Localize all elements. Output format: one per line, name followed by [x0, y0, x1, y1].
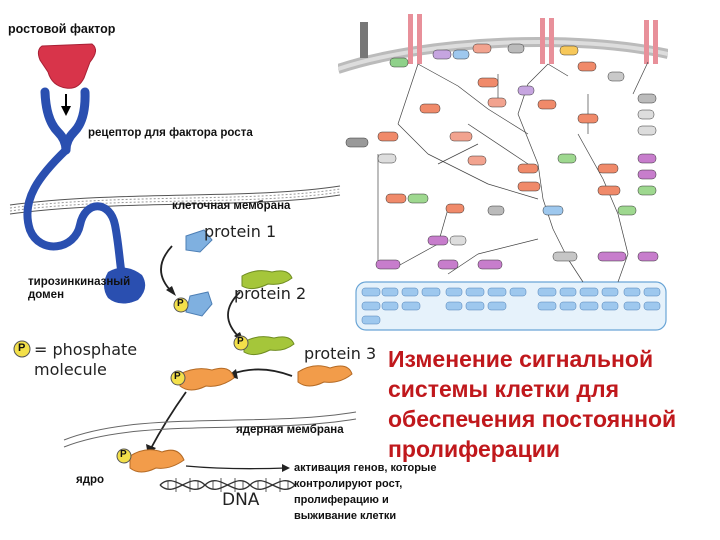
dna-helix — [159, 478, 296, 492]
growth-factor-label: ростовой фактор — [8, 22, 116, 36]
protein3-phosphorylated — [179, 367, 235, 391]
gene-activation-line3: пролиферацию и — [294, 494, 389, 506]
p-marker-3: P — [174, 371, 181, 382]
arrow-gene-activation — [185, 465, 287, 470]
phosphate-p3 — [170, 370, 186, 386]
caption-line1: Изменение сигнальной — [388, 346, 654, 372]
legend-molecule-text: molecule — [34, 360, 107, 379]
protein3-label: protein 3 — [304, 344, 377, 363]
arrow-p2 — [227, 291, 241, 339]
protein2-label: protein 2 — [234, 284, 307, 303]
phosphate-p1 — [173, 297, 189, 313]
protein2-shape — [241, 270, 293, 290]
protein3-shape — [297, 365, 353, 387]
protein1-shape — [185, 229, 213, 253]
signaling-pathway-network — [338, 14, 668, 331]
nucleus-label: ядро — [76, 474, 105, 486]
caption-line4: пролиферации — [388, 436, 561, 462]
p-marker-1: P — [177, 298, 184, 309]
protein1-phosphorylated — [185, 291, 213, 317]
caption-line3: обеспечения постоянной — [388, 406, 677, 432]
gene-activation-line1: активация генов, которые — [294, 462, 437, 474]
cell-membrane-label: клеточная мембрана — [172, 200, 291, 212]
arrow-to-nucleus — [149, 391, 187, 451]
dna-label: DNA — [222, 490, 260, 510]
protein3-nuclear — [129, 449, 185, 473]
p-marker-4: P — [120, 449, 127, 460]
pathway-arrows — [377, 61, 649, 283]
arrow-p3 — [231, 368, 293, 377]
pathway-transcription-factors — [361, 287, 661, 325]
arrow-p1 — [160, 245, 173, 293]
pathway-receptors — [360, 14, 658, 64]
tyrosine-kinase-label: тирозинкиназный домен — [28, 276, 130, 302]
binding-arrowhead — [61, 106, 71, 116]
tyrosine-kinase-label-line1: тирозинкиназный — [28, 276, 131, 288]
legend-p-letter: P — [18, 342, 26, 354]
pathway-nodes — [345, 43, 659, 270]
receptor-shape — [23, 87, 146, 304]
arrow-p1-head — [166, 286, 176, 296]
legend-phosphate-circle — [13, 340, 31, 358]
receptor-label: рецептор для фактора роста — [88, 127, 253, 139]
phosphate-p2 — [233, 335, 249, 351]
legend-phosphate-text: = phosphate — [34, 340, 138, 359]
phosphate-nuclear — [116, 448, 132, 464]
arrow-gene-activation-head — [282, 464, 290, 472]
gene-activation-label: активация генов, которые контролируют ро… — [294, 460, 436, 524]
growth-factor-shape — [37, 43, 96, 89]
gene-activation-line2: контролируют рост, — [294, 478, 403, 490]
caption-line2: системы клетки для — [388, 376, 620, 402]
p-marker-2: P — [237, 336, 244, 347]
nuclear-membrane-label: ядерная мембрана — [236, 424, 344, 436]
protein1-label: protein 1 — [204, 222, 277, 241]
gene-activation-line4: выживание клетки — [294, 510, 397, 522]
protein2-phosphorylated — [243, 336, 295, 356]
slide-caption: Изменение сигнальной системы клетки для … — [388, 344, 718, 464]
nuclear-membrane — [63, 411, 357, 448]
cell-membrane — [9, 185, 341, 215]
tyrosine-kinase-label-line2: домен — [28, 289, 65, 301]
